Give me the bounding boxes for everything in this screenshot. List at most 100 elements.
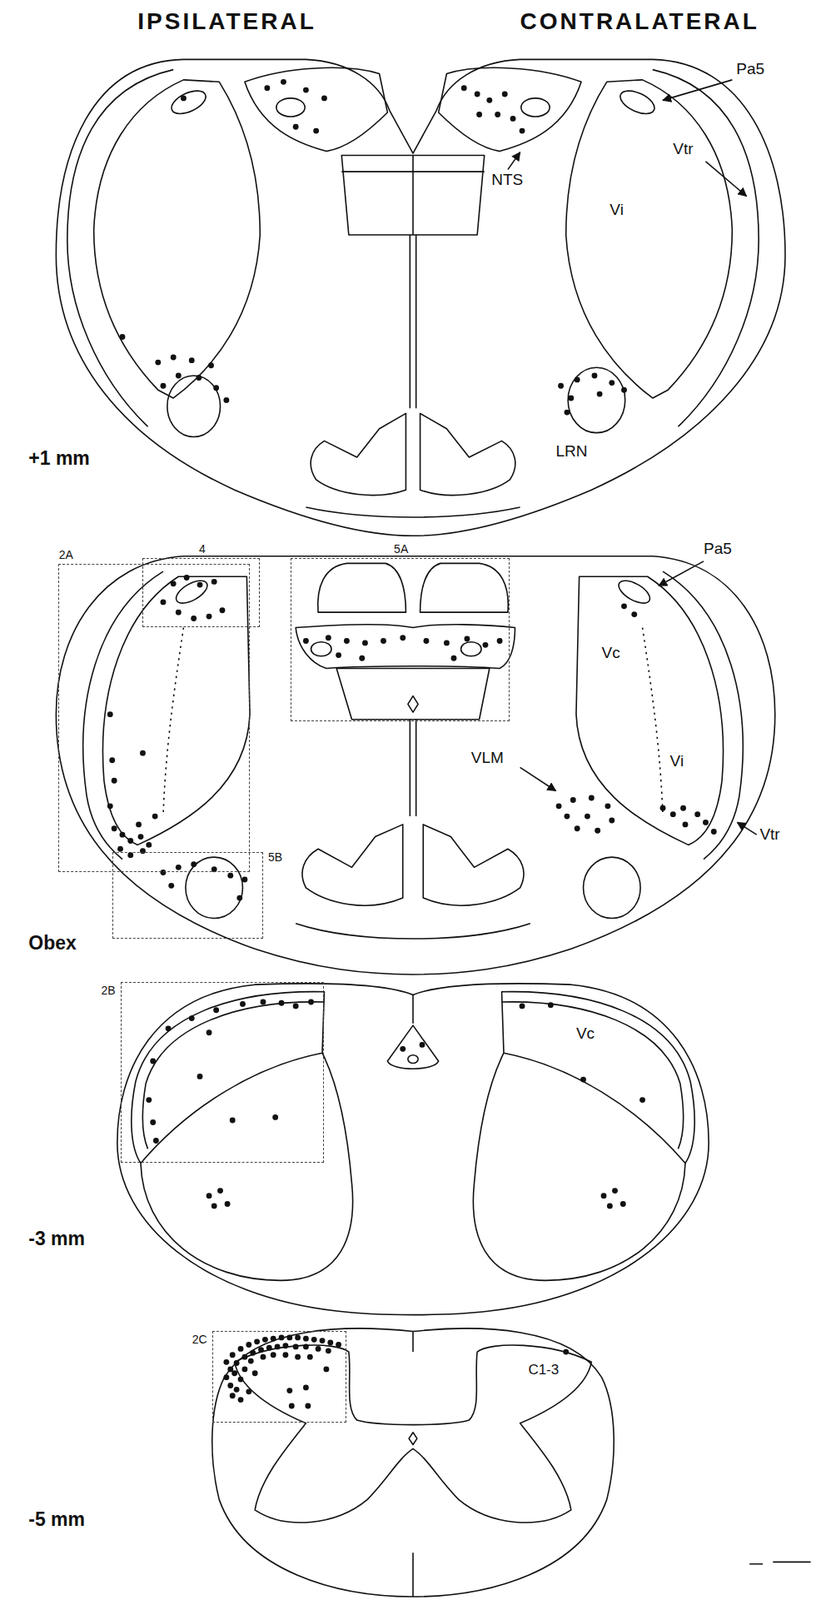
lateral-reticular-nucleus bbox=[567, 367, 626, 433]
labeled-neuron-dot bbox=[288, 1403, 295, 1409]
labeled-neuron-dot bbox=[239, 1000, 246, 1007]
labeled-neuron-dot bbox=[227, 1382, 234, 1389]
panel-label: 5A bbox=[393, 542, 409, 555]
labeled-neuron-dot bbox=[660, 805, 667, 812]
leader-arrow bbox=[520, 766, 557, 791]
labeled-neuron-dot bbox=[119, 333, 126, 340]
labeled-neuron-dot bbox=[711, 828, 717, 835]
labeled-neuron-dot bbox=[238, 1396, 244, 1403]
labeled-neuron-dot bbox=[474, 91, 481, 98]
labeled-neuron-dot bbox=[278, 1000, 285, 1006]
labeled-neuron-dot bbox=[274, 1343, 281, 1350]
leader-arrow bbox=[705, 161, 747, 197]
figure-panel-box: 2C bbox=[212, 1330, 348, 1423]
labeled-neuron-dot bbox=[482, 641, 489, 648]
labeled-neuron-dot bbox=[313, 128, 319, 135]
labeled-neuron-dot bbox=[107, 711, 114, 717]
labeled-neuron-dot bbox=[694, 811, 701, 817]
labeled-neuron-dot bbox=[168, 882, 175, 889]
labeled-neuron-dot bbox=[175, 864, 182, 871]
labeled-neuron-dot bbox=[280, 79, 287, 85]
area-postrema bbox=[420, 562, 509, 613]
labeled-neuron-dot bbox=[170, 354, 177, 361]
labeled-neuron-dot bbox=[286, 1333, 293, 1340]
labeled-neuron-dot bbox=[135, 821, 142, 827]
labeled-neuron-dot bbox=[343, 637, 350, 644]
labeled-neuron-dot bbox=[592, 373, 598, 379]
labeled-neuron-dot bbox=[597, 391, 603, 398]
labeled-neuron-dot bbox=[282, 1351, 289, 1358]
solitary-tract bbox=[461, 641, 482, 657]
labeled-neuron-dot bbox=[399, 634, 406, 641]
figure-panel-box: 2B bbox=[120, 981, 325, 1163]
labeled-neuron-dot bbox=[419, 1041, 426, 1048]
labeled-neuron-dot bbox=[109, 756, 115, 763]
labeled-neuron-dot bbox=[197, 1073, 204, 1080]
labeled-neuron-dot bbox=[594, 827, 601, 834]
labeled-neuron-dot bbox=[245, 1341, 252, 1348]
labeled-neuron-dot bbox=[502, 91, 508, 98]
labeled-neuron-dot bbox=[303, 87, 309, 94]
solitary-tract bbox=[311, 641, 332, 657]
labeled-neuron-dot bbox=[229, 1351, 236, 1358]
labeled-neuron-dot bbox=[206, 1192, 213, 1199]
labeled-neuron-dot bbox=[245, 1388, 252, 1394]
midline-fissure bbox=[412, 1331, 414, 1597]
labeled-neuron-dot bbox=[266, 1344, 273, 1351]
labeled-neuron-dot bbox=[311, 1336, 318, 1343]
labeled-neuron-dot bbox=[175, 609, 182, 616]
structure-label: Pa5 bbox=[703, 540, 732, 557]
paratrigeminal-nucleus bbox=[168, 86, 209, 120]
labeled-neuron-dot bbox=[547, 1001, 554, 1008]
labeled-neuron-dot bbox=[160, 598, 167, 605]
labeled-neuron-dot bbox=[233, 1359, 240, 1366]
labeled-neuron-dot bbox=[180, 94, 187, 101]
gray-matter-lobe bbox=[472, 1052, 686, 1280]
labeled-neuron-dot bbox=[252, 1369, 259, 1376]
labeled-neuron-dot bbox=[238, 1376, 244, 1383]
lateral-reticular-nucleus bbox=[583, 856, 642, 918]
dorsal-fissure bbox=[412, 994, 414, 1023]
labeled-neuron-dot bbox=[557, 383, 564, 389]
labeled-neuron-dot bbox=[213, 384, 219, 391]
labeled-neuron-dot bbox=[608, 817, 615, 824]
structure-label: Vc bbox=[576, 1025, 595, 1041]
labeled-neuron-dot bbox=[308, 999, 314, 1006]
structure-label: LRN bbox=[555, 442, 588, 459]
pyramid-olive bbox=[310, 413, 406, 495]
scale-bar bbox=[749, 1561, 811, 1563]
labeled-neuron-dot bbox=[422, 637, 429, 644]
dorsal-horn-cap bbox=[502, 991, 696, 1164]
labeled-neuron-dot bbox=[621, 387, 627, 394]
figure-panel-box: 5B bbox=[112, 851, 264, 939]
labeled-neuron-dot bbox=[286, 1387, 293, 1394]
labeled-neuron-dot bbox=[152, 813, 159, 820]
subnucleus-boundary bbox=[163, 627, 184, 817]
labeled-neuron-dot bbox=[190, 860, 197, 867]
trigeminal-tract bbox=[662, 571, 743, 859]
dorsal-horn-band bbox=[142, 1001, 324, 1149]
solitary-tract bbox=[276, 98, 305, 117]
labeled-neuron-dot bbox=[443, 639, 450, 646]
labeled-neuron-dot bbox=[620, 1200, 627, 1207]
labeled-neuron-dot bbox=[127, 837, 134, 844]
labeled-neuron-dot bbox=[293, 1343, 299, 1350]
labeled-neuron-dot bbox=[358, 655, 365, 662]
labeled-neuron-dot bbox=[111, 825, 118, 831]
structure-label: Vc bbox=[602, 644, 621, 661]
labeled-neuron-dot bbox=[294, 1353, 301, 1360]
nts-region bbox=[295, 624, 515, 669]
pyramid-olive bbox=[420, 413, 516, 495]
labeled-neuron-dot bbox=[680, 805, 687, 812]
labeled-neuron-dot bbox=[639, 1096, 646, 1103]
labeled-neuron-dot bbox=[217, 1187, 224, 1194]
leader-arrow bbox=[662, 79, 732, 100]
labeled-neuron-dot bbox=[601, 1192, 608, 1199]
labeled-neuron-dot bbox=[621, 602, 627, 609]
labeled-neuron-dot bbox=[574, 825, 581, 831]
central-canal bbox=[408, 1432, 418, 1445]
labeled-neuron-dot bbox=[282, 1342, 289, 1349]
trigeminal-nucleus bbox=[566, 79, 733, 399]
labeled-neuron-dot bbox=[248, 1358, 254, 1364]
